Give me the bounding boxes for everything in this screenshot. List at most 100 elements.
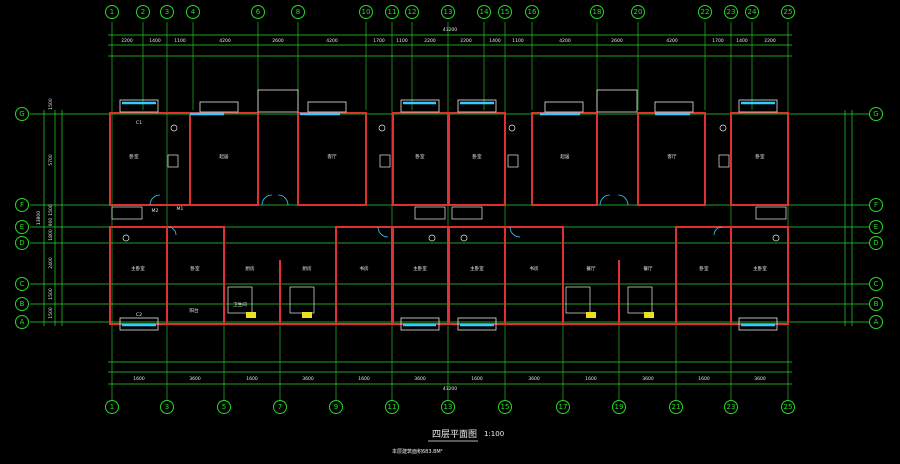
axis-bubble-top-6: 6 (251, 5, 265, 19)
axis-bubble-right-F-label: F (874, 201, 878, 209)
axis-bubble-top-3-label: 3 (165, 8, 169, 16)
axis-bubble-top-2-label: 2 (141, 8, 145, 16)
axis-bubble-top-16: 16 (525, 5, 539, 19)
axis-bubble-bottom-1-label: 1 (110, 403, 114, 411)
dim-bottom-8: 1600 (585, 376, 597, 382)
room-upper-1: 起居 (219, 154, 229, 160)
axis-bubble-bottom-21: 21 (669, 400, 683, 414)
axis-bubble-right-G-label: G (873, 110, 878, 118)
dim-bottom-7: 3600 (528, 376, 540, 382)
room-upper-2: 客厅 (327, 153, 337, 160)
dim-left-0: 1500 (48, 98, 54, 110)
axis-bubble-right-E: E (869, 220, 883, 234)
dim-bottom-1: 3600 (189, 376, 201, 382)
room-lower-2: 厨房 (245, 265, 255, 272)
axis-bubble-top-24: 24 (745, 5, 759, 19)
dim-overall-top: 43200 (443, 27, 457, 33)
axis-bubble-bottom-25: 25 (781, 400, 795, 414)
dim-left-6: 1500 (48, 288, 54, 300)
room-tag-c1: C1 (136, 120, 142, 126)
axis-bubble-top-23-label: 23 (727, 8, 736, 16)
axis-bubble-top-16-label: 16 (528, 8, 537, 16)
axis-bubble-top-25: 25 (781, 5, 795, 19)
axis-bubble-top-1-label: 1 (110, 8, 114, 16)
axis-bubble-bottom-19-label: 19 (615, 403, 624, 411)
room-lower-0: 主卧室 (131, 265, 145, 272)
axis-bubble-left-G-label: G (19, 110, 24, 118)
axis-bubble-top-4: 4 (186, 5, 200, 19)
axis-bubble-top-11-label: 11 (388, 8, 397, 16)
dim-bottom-9: 3600 (642, 376, 654, 382)
room-misc-balcony: 阳台 (189, 307, 199, 314)
axis-bubble-left-F-label: F (20, 201, 24, 209)
dim-top-13: 2600 (611, 38, 623, 44)
dim-top-6: 1700 (373, 38, 385, 44)
window-sills (119, 89, 778, 331)
dim-top-12: 4200 (559, 38, 571, 44)
axis-bubble-top-11: 11 (385, 5, 399, 19)
room-upper-7: 卧室 (755, 153, 765, 160)
dim-top-16: 1400 (736, 38, 748, 44)
room-lower-11: 主卧室 (753, 265, 767, 272)
axis-bubble-bottom-7-label: 7 (278, 403, 282, 411)
axis-bubble-top-10-label: 10 (362, 8, 371, 16)
axis-bubble-top-10: 10 (359, 5, 373, 19)
axis-bubble-left-E: E (15, 220, 29, 234)
axis-bubble-left-F: F (15, 198, 29, 212)
dim-bottom-10: 1600 (698, 376, 710, 382)
room-tag-c2: C2 (136, 312, 142, 318)
axis-bubble-top-12-label: 12 (408, 8, 417, 16)
dim-top-14: 4200 (666, 38, 678, 44)
axis-bubble-top-4-label: 4 (191, 8, 196, 16)
dim-top-17: 2200 (764, 38, 776, 44)
axis-bubble-left-B-label: B (20, 300, 25, 308)
axis-bubble-bottom-13-label: 13 (444, 403, 453, 411)
axis-bubble-bottom-23-label: 23 (727, 403, 736, 411)
doors (149, 194, 723, 238)
room-labels: 卧室起居客厅卧室卧室起居客厅卧室主卧室卧室厨房厨房书房主卧室主卧室书房餐厅餐厅卧… (129, 120, 767, 318)
dim-left-7: 1500 (48, 307, 54, 319)
axis-bubble-right-D: D (869, 236, 883, 250)
axis-bubble-top-1: 1 (105, 5, 119, 19)
axis-bubble-bottom-3-label: 3 (165, 403, 169, 411)
axis-bubble-top-20: 20 (631, 5, 645, 19)
axis-bubble-bottom-19: 19 (612, 400, 626, 414)
axis-bubble-bottom-3: 3 (160, 400, 174, 414)
dim-top-9: 2200 (460, 38, 472, 44)
axis-bubble-bottom-15-label: 15 (501, 403, 510, 411)
dim-bottom-4: 1600 (358, 376, 370, 382)
axis-bubble-bottom-11-label: 11 (388, 403, 397, 411)
axis-bubble-bottom-15: 15 (498, 400, 512, 414)
yellow-markers (246, 312, 654, 318)
room-upper-3: 卧室 (415, 153, 425, 160)
axis-bubble-top-6-label: 6 (256, 8, 261, 16)
room-upper-6: 客厅 (667, 153, 677, 160)
axis-bubble-bottom-5: 5 (217, 400, 231, 414)
axis-bubble-left-B: B (15, 297, 29, 311)
dim-top-10: 1400 (489, 38, 501, 44)
dim-overall-bottom: 43200 (443, 386, 457, 392)
area-note: 本层建筑面积683.8M² (392, 448, 443, 455)
dim-left-3: 900 (48, 218, 54, 227)
room-lower-7: 书房 (529, 265, 539, 272)
axis-bubble-right-F: F (869, 198, 883, 212)
axis-bubble-top-18-label: 18 (593, 8, 602, 16)
axis-bubble-top-18: 18 (590, 5, 604, 19)
dim-bottom-11: 3600 (754, 376, 766, 382)
dim-bottom-5: 3600 (414, 376, 426, 382)
dim-top-5: 4200 (326, 38, 338, 44)
axis-bubble-top-14: 14 (477, 5, 491, 19)
axis-bubble-left-C: C (15, 277, 29, 291)
dim-bottom-6: 1600 (471, 376, 483, 382)
room-lower-5: 主卧室 (413, 265, 427, 272)
axis-bubble-left-E-label: E (20, 223, 24, 231)
axis-bubble-bottom-13: 13 (441, 400, 455, 414)
dim-top-7: 1100 (396, 38, 408, 44)
axis-bubble-bottom-17: 17 (556, 400, 570, 414)
axis-bubble-right-C-label: C (874, 280, 879, 288)
drawing-title: 四层平面图 (432, 429, 477, 440)
axis-bubble-bottom-1: 1 (105, 400, 119, 414)
